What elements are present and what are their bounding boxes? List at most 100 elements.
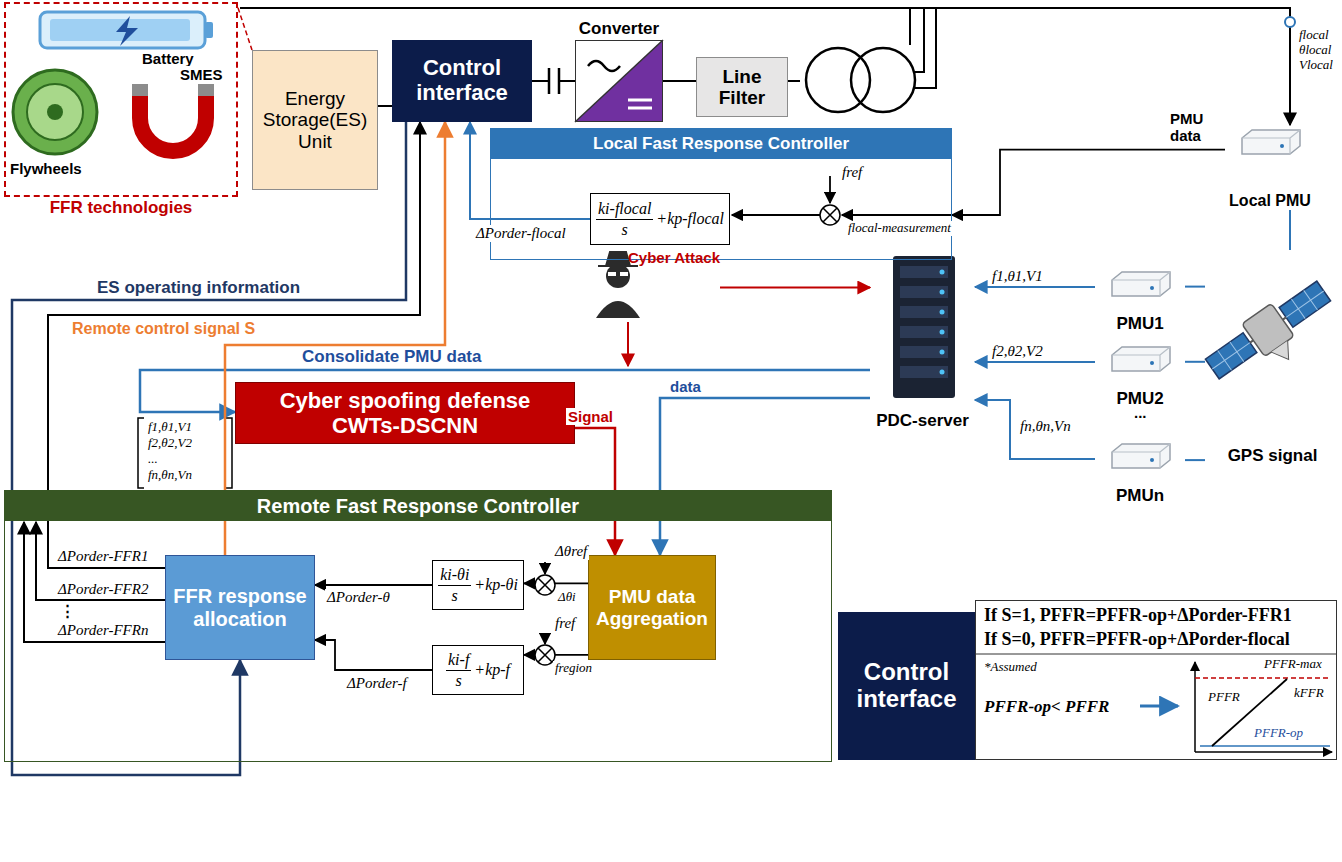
band-header: Remote Fast Response Controller — [5, 491, 831, 521]
converter-box: Converter — [575, 40, 663, 122]
server-icon — [900, 326, 948, 338]
node-text: FFR technologies — [6, 198, 236, 217]
connector-label: fregion — [553, 661, 594, 676]
matrix-bracket — [138, 418, 232, 488]
annotation-label: SMES — [178, 66, 225, 83]
summing-junction — [535, 205, 840, 665]
connector — [975, 400, 1095, 459]
node-text: +kp-f — [474, 661, 510, 679]
battery-icon — [40, 12, 213, 48]
node-text: Energy Storage(ES) Unit — [257, 88, 373, 152]
connector — [910, 8, 1290, 125]
annotation-label: flocal-measurement — [846, 221, 953, 236]
dc-capacitor — [549, 74, 559, 88]
annotation-label: ΔPorder-FFRn — [56, 622, 150, 639]
dc-capacitor — [549, 68, 559, 94]
connector-label: ΔPorder-flocal — [474, 225, 568, 242]
annotation-label: kFFR — [1292, 686, 1326, 701]
summing-junction — [535, 575, 555, 595]
pmu-device: PMU2 — [1095, 343, 1185, 408]
hacker-icon — [620, 272, 628, 276]
defense-box: Cyber spoofing defenseCWTs-DSCNN — [235, 382, 575, 444]
pi-controller-block: ki-θis+kp-θi — [432, 560, 524, 610]
rules-graph — [1195, 751, 1332, 753]
server-icon — [940, 330, 945, 335]
converter-symbol — [575, 40, 663, 122]
allocation-box: FFR response allocation — [165, 555, 315, 660]
rules-graph — [1140, 705, 1178, 708]
fraction: ki-θis — [438, 566, 471, 605]
connector-label: flocal θlocal Vlocal — [1297, 28, 1341, 73]
pmu-device: PMU1 — [1095, 268, 1185, 333]
fraction: ki-flocals — [596, 200, 653, 239]
node-text: PFFR-op< PFFR — [984, 697, 1109, 717]
converter-symbol — [628, 100, 652, 108]
connector-label: PMU data — [1168, 110, 1217, 144]
connector — [238, 8, 252, 50]
node-text: If S=1, PFFR=PFFR-op+ΔPorder-FFR1 — [984, 605, 1292, 626]
annotation-label: ΔPorder-FFR2 — [56, 581, 150, 598]
connector-label: ES operating information — [95, 278, 302, 298]
node-text: +kp-flocal — [656, 210, 724, 228]
gps-satellite: GPS signal — [1205, 250, 1340, 465]
server-icon — [900, 346, 948, 358]
connector — [524, 654, 588, 656]
smes-magnet-icon — [198, 84, 214, 96]
rules-graph — [975, 654, 1337, 655]
output-wire — [24, 522, 165, 642]
output-wire — [36, 522, 165, 600]
node-text: CWTs-DSCNN — [332, 413, 478, 438]
ac-bus — [915, 8, 936, 88]
converter-symbol — [588, 61, 620, 71]
node-text: PDC-server — [876, 411, 969, 430]
connector — [975, 286, 1095, 288]
pmu-device: Local PMU — [1225, 125, 1315, 210]
node-text: PMU data Aggregation — [593, 586, 711, 629]
converter-symbol — [575, 40, 663, 122]
annotation-label: fn,θn,Vn — [146, 468, 194, 483]
transformer-symbol — [851, 48, 915, 112]
connector — [720, 287, 870, 289]
connector-label: f2,θ2,V2 — [990, 343, 1045, 360]
battery-icon — [205, 22, 213, 38]
rules-graph — [975, 654, 1337, 752]
satellite-icon — [1201, 275, 1342, 399]
annotation-label: PFFR — [1206, 690, 1242, 705]
connector — [315, 584, 432, 586]
annotation-label: PFFR-max — [1262, 657, 1324, 672]
band-header: Local Fast Response Controller — [491, 129, 951, 159]
node-text: Local Fast Response Controller — [593, 134, 849, 153]
connector-label: ΔPorder-f — [345, 675, 409, 692]
summing-junction — [823, 208, 837, 222]
node-text: *Assumed — [984, 659, 1037, 675]
satellite-icon — [1271, 341, 1297, 366]
annotation-label: Δθref — [553, 543, 589, 560]
server-icon — [900, 266, 948, 278]
server-icon — [893, 256, 955, 398]
summing-junction — [538, 648, 552, 662]
ac-bus — [240, 7, 910, 9]
rules-graph — [1200, 745, 1330, 747]
annotation-label: PFFR-op — [1252, 726, 1305, 741]
summing-junction — [538, 578, 552, 592]
pmu-icon — [1112, 272, 1170, 296]
node-text: PMU1 — [1116, 314, 1163, 333]
connector-label: f1,θ1,V1 — [990, 268, 1045, 285]
server-icon — [940, 310, 945, 315]
node-text: Control interface — [396, 56, 528, 105]
flywheel-icon — [13, 70, 97, 154]
hacker-icon — [608, 272, 616, 276]
node-text: GPS signal — [1228, 446, 1318, 465]
connector — [660, 398, 870, 555]
control-interface-box: Control interface — [392, 40, 532, 122]
connector-label: Δθi — [556, 590, 578, 605]
node-text: Cyber spoofing defense — [280, 388, 531, 413]
satellite-icon — [1250, 317, 1286, 342]
pdc-server: PDC-server — [870, 250, 975, 430]
connector-label: Signal — [566, 408, 615, 425]
error-wire — [732, 214, 820, 216]
connector — [952, 150, 1225, 215]
node-text: ki-f — [446, 651, 471, 671]
node-text: s — [452, 586, 458, 605]
dc-capacitor — [549, 68, 559, 94]
